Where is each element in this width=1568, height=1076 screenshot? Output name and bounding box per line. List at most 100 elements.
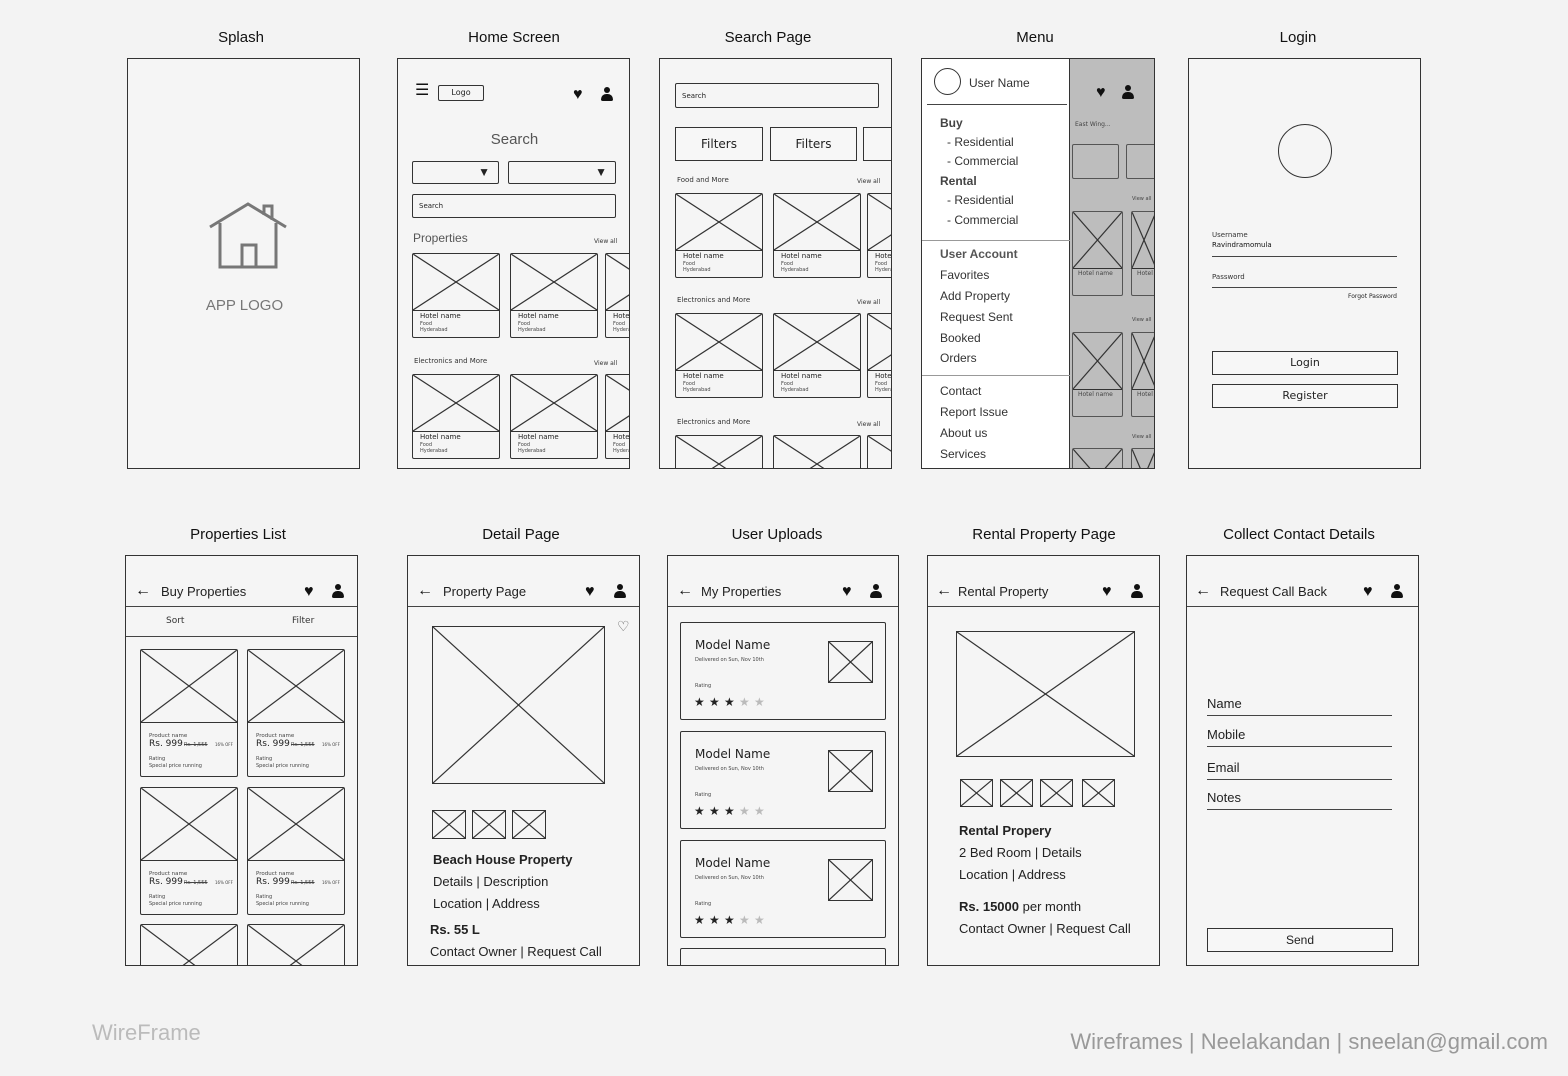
menu-item[interactable]: Report Issue: [940, 405, 1009, 419]
menu-item[interactable]: Buy: [940, 116, 963, 130]
image-placeholder-icon: [1073, 212, 1122, 269]
back-arrow-icon[interactable]: ←: [135, 582, 151, 599]
menu-item[interactable]: - Residential: [947, 193, 1014, 207]
register-button[interactable]: Register: [1212, 384, 1398, 408]
menu-item[interactable]: - Commercial: [947, 154, 1019, 168]
hotel-location: Hyderabad: [875, 387, 891, 393]
menu-item[interactable]: Orders: [940, 351, 977, 365]
contact-links[interactable]: Contact Owner | Request Call: [430, 944, 602, 959]
heart-outline-icon[interactable]: ♡: [617, 618, 630, 634]
menu-item[interactable]: - Residential: [947, 135, 1014, 149]
field-input[interactable]: [1207, 779, 1392, 780]
upload-card[interactable]: [680, 948, 886, 965]
dropdown-2[interactable]: ▼: [508, 161, 616, 184]
sort-button[interactable]: Sort: [166, 616, 185, 626]
password-field[interactable]: [1212, 287, 1397, 288]
product-price: Rs. 999: [149, 877, 183, 887]
property-price: Rs. 55 L: [430, 922, 480, 937]
heart-icon[interactable]: ♥: [585, 583, 595, 600]
back-arrow-icon[interactable]: ←: [417, 582, 433, 599]
user-icon[interactable]: [614, 584, 626, 600]
dropdown-1[interactable]: ▼: [412, 161, 499, 184]
user-icon[interactable]: [601, 87, 613, 103]
user-icon[interactable]: [1391, 584, 1403, 600]
view-all-link[interactable]: View all: [594, 360, 618, 367]
menu-item[interactable]: Request Sent: [940, 310, 1013, 324]
menu-item[interactable]: Add Property: [940, 289, 1011, 303]
menu-item[interactable]: - Commercial: [947, 213, 1019, 227]
view-all-link[interactable]: View all: [857, 421, 881, 428]
property-name: Beach House Property: [433, 852, 573, 867]
filter-button[interactable]: Filters: [675, 127, 763, 161]
menu-item[interactable]: User Account: [940, 247, 1018, 261]
send-button[interactable]: Send: [1207, 928, 1393, 952]
field-input[interactable]: [1207, 746, 1392, 747]
section-title: Food and More: [677, 176, 729, 184]
view-all-link[interactable]: View all: [857, 178, 881, 185]
heart-icon[interactable]: ♥: [1363, 583, 1373, 600]
menu-item[interactable]: Favorites: [940, 268, 990, 282]
price-suffix: per month: [1019, 899, 1082, 914]
menu-item[interactable]: Contact: [940, 384, 982, 398]
heart-icon[interactable]: ♥: [304, 583, 314, 600]
field-input[interactable]: [1207, 809, 1392, 810]
rental-screen: ← Rental Property ♥ Rental Propery 2 Bed…: [927, 555, 1160, 966]
menu-item[interactable]: Booked: [940, 331, 981, 345]
back-arrow-icon[interactable]: ←: [1195, 582, 1211, 599]
field-input[interactable]: [1207, 715, 1392, 716]
back-arrow-icon[interactable]: ←: [936, 582, 952, 599]
login-button[interactable]: Login: [1212, 351, 1398, 375]
view-all-link[interactable]: View all: [594, 238, 618, 245]
hamburger-icon[interactable]: ☰: [415, 82, 430, 99]
contact-links[interactable]: Contact Owner | Request Call: [959, 921, 1131, 936]
filter-button[interactable]: [863, 127, 891, 161]
user-icon[interactable]: [870, 584, 882, 600]
search-input[interactable]: Search: [412, 194, 616, 218]
filter-button[interactable]: Filter: [292, 616, 315, 626]
menu-item[interactable]: Rental: [940, 174, 977, 188]
star-icon: ★: [739, 804, 750, 818]
view-all-link[interactable]: View all: [857, 299, 881, 306]
username-field[interactable]: Ravindramomula: [1212, 241, 1272, 249]
user-icon[interactable]: [332, 584, 344, 600]
heart-icon[interactable]: ♥: [842, 583, 852, 600]
star-icon: ★: [694, 913, 705, 927]
search-input[interactable]: Search: [675, 83, 879, 108]
heart-icon[interactable]: ♥: [573, 86, 583, 103]
filter-button[interactable]: Filters: [770, 127, 857, 161]
heart-icon[interactable]: ♥: [1102, 583, 1112, 600]
user-icon[interactable]: [1131, 584, 1143, 600]
menu-item[interactable]: About us: [940, 426, 988, 440]
hotel-category: Food: [683, 381, 695, 387]
home-screen: ☰ Logo ♥ Search ▼ ▼ Search Properties Vi…: [397, 58, 630, 469]
back-arrow-icon[interactable]: ←: [677, 582, 693, 599]
menu-item[interactable]: Services: [940, 447, 987, 461]
product-price: Rs. 999: [256, 739, 290, 749]
forgot-password-link[interactable]: Forgot Password: [1347, 293, 1397, 300]
